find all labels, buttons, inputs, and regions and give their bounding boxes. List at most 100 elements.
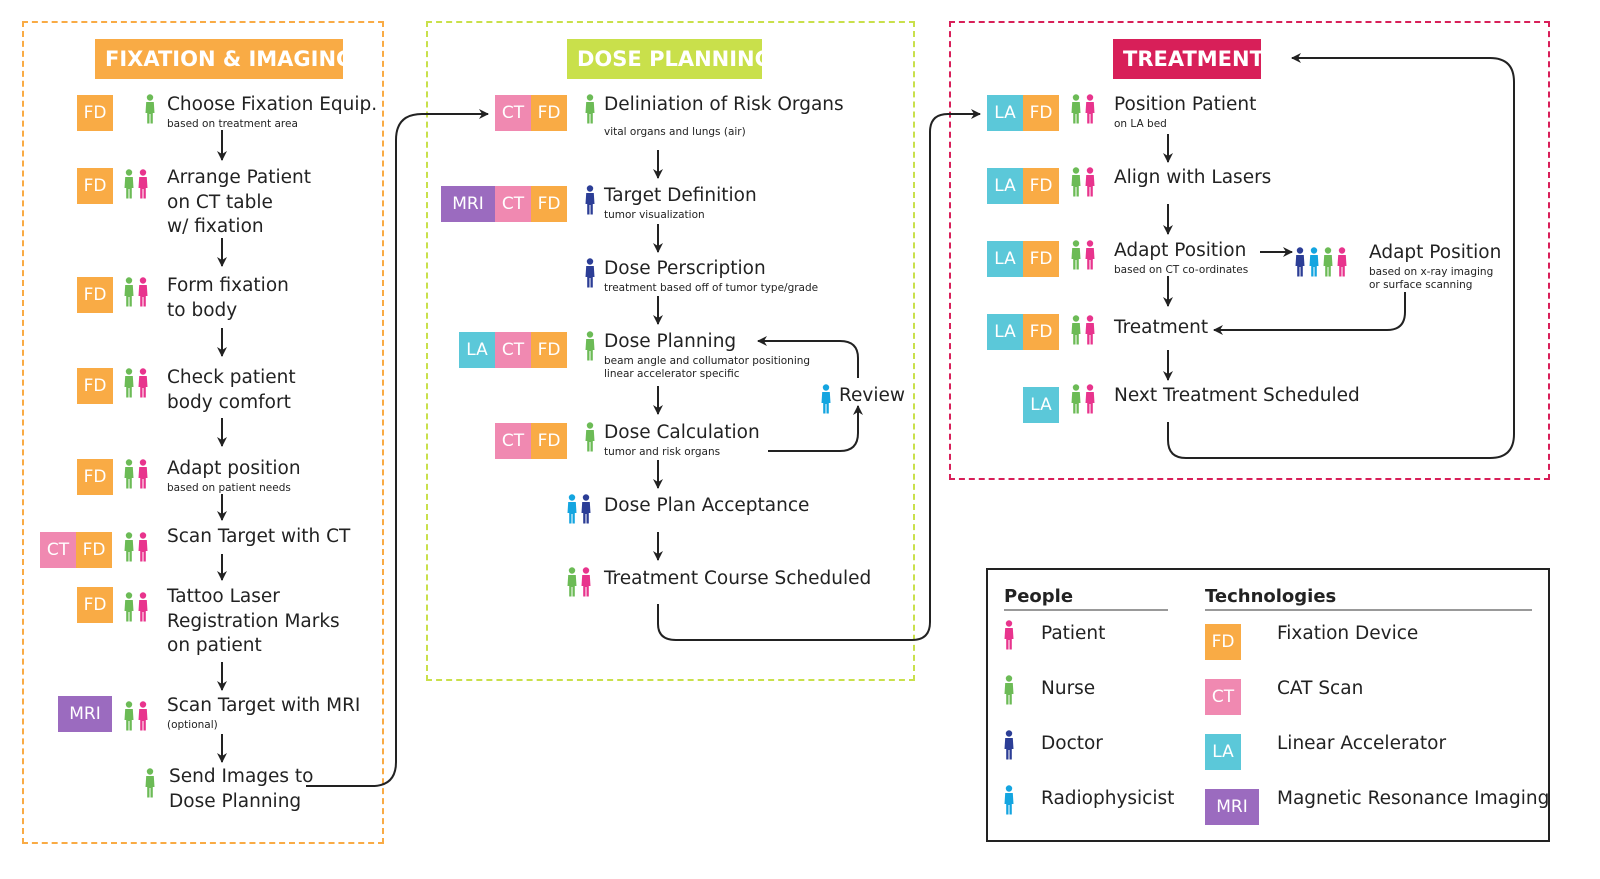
mri-badge: MRI [58,696,112,732]
step-title: Arrange Patient on CT table w/ fixation [167,167,312,237]
step-2-1: Align with Lasers [1114,166,1271,191]
tech-badges: FD [77,168,113,204]
la-badge: LA [987,241,1023,277]
step-0-2: Form fixation to body [167,274,289,323]
step-title: Adapt Position [1114,240,1247,261]
tech-badges: FD [77,459,113,495]
step-title: Review [839,385,906,406]
step-title: Dose Perscription [604,258,766,279]
people-icons [124,368,148,398]
step-title: Form fixation to body [167,275,289,321]
nurse-icon [585,331,595,361]
people-icons [145,768,155,798]
nurse-icon [124,701,134,731]
people-icons [567,494,591,524]
step-title: Dose Calculation [604,422,760,443]
nurse-icon [1323,247,1333,277]
la-badge: LA [987,314,1023,350]
nurse-icon [567,567,577,597]
tech-badges: FD [77,95,113,131]
la-badge: LA [987,168,1023,204]
step-title: Dose Planning [604,331,737,352]
people-icons [124,701,148,731]
step-subtitle: vital organs and lungs (air) [604,125,746,138]
legend-mri-badge: MRI [1205,789,1259,825]
step-title: Tattoo Laser Registration Marks on patie… [167,586,340,656]
step-title: Position Patient [1114,94,1257,115]
people-icons [585,422,595,452]
patient-icon [138,592,148,622]
legend-person-label: Nurse [1041,678,1096,699]
panel-title: TREATMENT [1113,39,1264,79]
nurse-icon [145,768,155,798]
people-icons [567,567,591,597]
step-subtitle: tumor visualization [604,208,705,221]
step-1-6: Treatment Course Scheduled [604,567,871,592]
people-icons [1071,384,1095,414]
people-icons [585,258,595,288]
fd-badge: FD [77,459,113,495]
legend-tech-title: Technologies [1205,586,1337,607]
nurse-icon [1071,315,1081,345]
patient-icon [1085,167,1095,197]
tech-badges: LA [1023,387,1059,423]
legend-person-label: Doctor [1041,733,1103,754]
nurse-icon [1071,240,1081,270]
patient-icon [138,532,148,562]
legend-people-underline [1004,609,1168,611]
legend-fd-badge: FD [1205,624,1241,660]
legend-box [986,568,1550,842]
step-0-1: Arrange Patient on CT table w/ fixation [167,166,311,240]
nurse-icon [145,94,155,124]
fd-badge: FD [1023,95,1059,131]
fd-badge: FD [531,423,567,459]
step-subtitle: (optional) [167,718,218,731]
people-icons [124,459,148,489]
fd-badge: FD [77,587,113,623]
legend-tech-label: Magnetic Resonance Imaging [1277,788,1550,809]
people-icons [1295,247,1347,277]
nurse-icon [124,277,134,307]
step-title: Treatment [1114,317,1209,338]
legend-person [1004,730,1014,764]
fd-badge: FD [1023,241,1059,277]
fd-badge: FD [1023,314,1059,350]
patient-icon [138,701,148,731]
ct-badge: CT [495,332,531,368]
radiophysicist-icon [1309,247,1319,277]
doctor-icon [1004,730,1014,760]
patient-icon [1085,315,1095,345]
step-title: Adapt position [167,458,301,479]
nurse-icon [1071,384,1081,414]
la-badge: LA [459,332,495,368]
fd-badge: FD [76,532,112,568]
step-title: Choose Fixation Equip. [167,94,378,115]
step-1-7: Review [839,384,905,409]
step-title: Send Images to Dose Planning [169,766,314,812]
legend-person [1004,620,1014,654]
doctor-icon [1295,247,1305,277]
step-0-8: Send Images to Dose Planning [169,765,314,814]
step-title: Scan Target with CT [167,526,351,547]
panel-title: DOSE PLANNING [567,39,772,79]
fd-badge: FD [77,95,113,131]
step-0-7: Scan Target with MRI(optional) [167,694,360,732]
step-title: Treatment Course Scheduled [604,568,872,589]
step-0-0: Choose Fixation Equip.based on treatment… [167,93,377,131]
patient-icon [1085,94,1095,124]
step-title: Deliniation of Risk Organs [604,94,844,115]
step-subtitle: beam angle and collumator positioning li… [604,354,811,380]
tech-badges: FD [77,587,113,623]
